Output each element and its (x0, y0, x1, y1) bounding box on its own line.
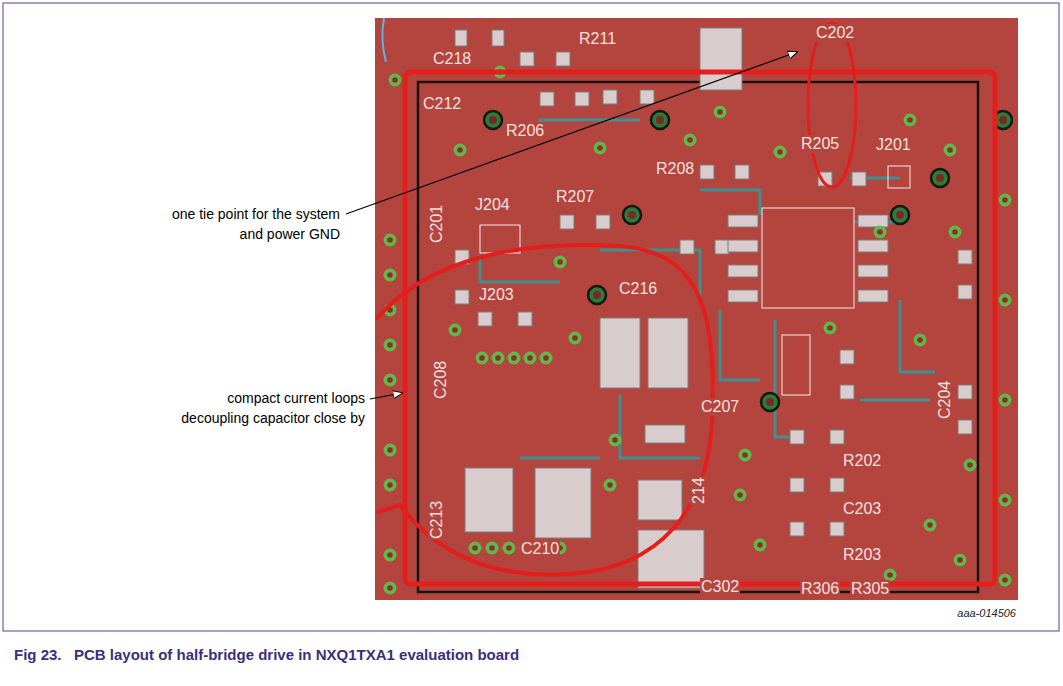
copper-traces (480, 120, 935, 458)
figure-frame (3, 3, 1059, 631)
part-designator: R202 (842, 452, 882, 470)
part-designator: R305 (850, 580, 890, 598)
part-designator: R208 (655, 160, 695, 178)
figure-id: aaa-014506 (930, 607, 1016, 619)
part-designator: C212 (422, 95, 462, 113)
vias (384, 66, 1013, 595)
part-designator: J203 (478, 286, 515, 304)
part-designator: C202 (815, 24, 855, 42)
part-designator: C302 (700, 578, 740, 596)
part-designator: C213 (428, 500, 446, 540)
part-designator: R206 (505, 122, 545, 140)
part-designator: 214 (690, 476, 708, 505)
callout-text: compact current loops decoupling capacit… (160, 388, 365, 428)
part-designator: R205 (800, 135, 840, 153)
part-designator: R211 (578, 30, 617, 48)
part-designator: C208 (432, 360, 450, 400)
part-designator: C207 (700, 398, 740, 416)
part-designator: C210 (520, 540, 560, 558)
pcb-board (375, 18, 1018, 600)
board-edge-trace (382, 18, 386, 62)
part-designator: J204 (474, 196, 511, 214)
part-designator: R306 (800, 580, 840, 598)
part-designator: R203 (842, 546, 882, 564)
part-designator: C203 (842, 500, 882, 518)
part-designator: C218 (432, 50, 472, 68)
leader-arrows (346, 52, 797, 399)
figure-caption: Fig 23. PCB layout of half-bridge drive … (14, 646, 519, 663)
callout-text: one tie point for the system and power G… (168, 204, 340, 244)
red-annotations (377, 23, 995, 584)
part-designator: R207 (555, 188, 595, 206)
part-designator: J201 (875, 136, 912, 154)
part-designator: C201 (428, 204, 446, 244)
part-designator: C216 (618, 280, 658, 298)
part-designator: C204 (936, 380, 954, 420)
smd-pads (455, 28, 972, 588)
